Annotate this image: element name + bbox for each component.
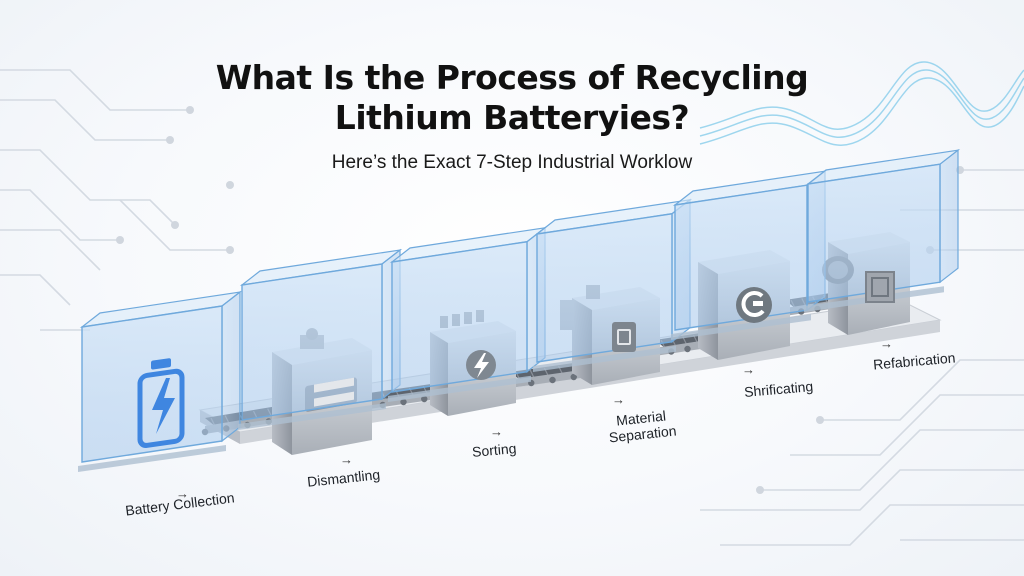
step-arrow-6: → — [880, 336, 893, 351]
wave-decoration — [699, 61, 1024, 146]
lightning-bolt-icon — [466, 350, 496, 380]
step-arrow-2: → — [340, 452, 353, 467]
circuit-dots-left — [116, 106, 234, 254]
dismantling-machine-icon — [314, 377, 354, 407]
step-arrow-1: → — [176, 486, 189, 501]
battery-bolt-icon — [137, 358, 185, 448]
page-title-line1: What Is the Process of Recycling — [215, 58, 809, 97]
battery-cell-icon — [612, 322, 636, 352]
page-subtitle: Here’s the Exact 7-Step Industrial Workl… — [331, 152, 693, 173]
page-title-line2: Lithium Batteryies? — [334, 98, 690, 137]
roller-press-icon — [865, 271, 895, 303]
step-arrow-5: → — [742, 362, 755, 377]
step-arrow-3: → — [490, 424, 503, 439]
circuit-traces-left — [0, 69, 230, 331]
glass-enclosures — [78, 148, 961, 472]
glass-box-1 — [78, 290, 243, 472]
shredder-gear-icon — [736, 287, 772, 323]
step-arrow-4: → — [612, 392, 625, 407]
